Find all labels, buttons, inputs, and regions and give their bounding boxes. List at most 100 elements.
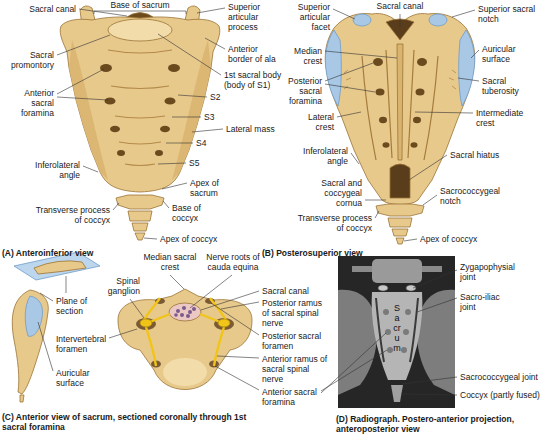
panel-caption: (B) Posterosuperior view <box>262 248 462 258</box>
spinal-nerve <box>210 298 226 320</box>
radiograph <box>406 285 416 291</box>
panel-caption: (D) Radiograph. Postero-anterior project… <box>336 414 546 434</box>
radiograph-foramen <box>387 347 393 353</box>
sacrum-posterior <box>459 30 475 106</box>
level-label: S4 <box>196 138 212 148</box>
part-label: Intervertebral foramen <box>56 334 110 354</box>
cauda-equina <box>186 314 190 318</box>
leader-line <box>57 69 104 94</box>
part-label: Plane of section <box>56 296 96 316</box>
spinal-nerve <box>150 314 170 322</box>
leader-line <box>321 350 387 391</box>
part-label: 1st sacral body (body of S1) <box>224 70 286 90</box>
sacral-crest <box>362 50 438 160</box>
part-label: Coccyx (partly fused) <box>460 390 546 400</box>
sacrum-section <box>118 289 252 390</box>
part-label: Sacro-iliac joint <box>460 292 504 312</box>
sacrum-section <box>218 319 230 327</box>
part-label: Anterior sacral foramina <box>16 88 54 118</box>
part-label: Median sacral crest <box>142 252 198 272</box>
cauda-equina <box>188 310 192 314</box>
sacrum-posterior <box>353 14 371 26</box>
level-label: S5 <box>189 158 205 168</box>
leader-line <box>192 129 223 132</box>
leader-line <box>38 8 479 395</box>
part-label: Sacral tuberosity <box>482 76 524 96</box>
sacral-crest <box>386 50 392 158</box>
sacral-foramen <box>110 126 120 133</box>
leader-line <box>40 293 53 301</box>
leader-line <box>113 203 119 210</box>
leader-line <box>337 112 361 117</box>
part-label: Sacrococcygeal notch <box>440 186 504 206</box>
coccyx <box>392 229 408 236</box>
leader-line <box>201 291 259 310</box>
part-label: Posterior sacral foramina <box>284 76 322 106</box>
coccyx <box>376 204 424 216</box>
sacral-foramen <box>379 117 387 123</box>
sacral-foramen <box>160 126 170 133</box>
radiograph-foramen <box>401 347 407 353</box>
part-label: Apex of coccyx <box>420 234 482 244</box>
radiograph <box>338 290 377 395</box>
radiograph-foramen <box>385 329 391 335</box>
part-label: Superior articular facet <box>294 2 330 32</box>
sacral-foramen <box>376 88 385 95</box>
transverse-ridge <box>119 142 161 144</box>
part-label: Nerve roots of cauda equina <box>204 252 262 272</box>
sacral-foramen <box>165 97 176 104</box>
sacrum-anterior <box>69 40 108 180</box>
level-label: S3 <box>204 112 220 122</box>
part-label: Sacral and coccygeal cornua <box>318 178 362 208</box>
part-label: Spinal ganglion <box>104 276 140 296</box>
leader-line <box>409 155 447 180</box>
radiograph <box>410 298 418 362</box>
part-label: Apex of sacrum <box>190 178 226 198</box>
leader-line <box>57 35 110 55</box>
leader-line <box>400 14 401 27</box>
part-label: Auricular surface <box>56 368 96 388</box>
part-label: Sacral hiatus <box>450 150 502 160</box>
radiograph-label: Sacrum <box>393 304 402 353</box>
radiograph <box>378 285 388 291</box>
leader-line <box>197 8 225 13</box>
radiograph-foramen <box>403 329 409 335</box>
sacrum-section <box>163 358 207 386</box>
part-label: Intermediate crest <box>476 108 528 128</box>
part-label: Zygapophysial joint <box>460 262 520 282</box>
leader-line <box>57 97 108 100</box>
leader-line <box>162 183 187 189</box>
cauda-equina <box>180 313 184 317</box>
radiograph-foramen <box>405 309 411 315</box>
sacrum-anterior <box>60 17 220 192</box>
leader-line <box>401 394 457 395</box>
sacrum-posterior <box>390 164 410 198</box>
part-label: Transverse process of coccyx <box>292 213 372 233</box>
radiograph-foramen <box>383 309 389 315</box>
part-label: Apex of coccyx <box>160 234 222 244</box>
part-label: Sacral canal <box>26 4 76 14</box>
sacral-foramen <box>413 117 421 123</box>
sacral-crest <box>362 56 376 160</box>
part-label: Anterior sacral foramina <box>262 387 326 407</box>
transverse-ridge <box>108 50 172 166</box>
leader-line <box>325 51 397 58</box>
part-label: Sacral promontory <box>6 50 54 70</box>
coccyx <box>132 223 148 231</box>
leader-line <box>375 211 379 218</box>
coccyx <box>388 218 412 227</box>
sacrum-section <box>169 303 201 321</box>
sacrum-section <box>140 319 152 327</box>
sacral-foramen <box>105 97 116 104</box>
radiograph <box>372 259 422 283</box>
sacral-foramen <box>411 142 418 148</box>
coccyx <box>128 211 152 221</box>
spinal-nerve <box>144 298 160 320</box>
sacral-foramen <box>373 58 383 66</box>
leader-line <box>333 9 355 19</box>
sacrum-section <box>118 289 252 390</box>
leader-line <box>178 95 207 97</box>
sacrum-lateral <box>12 290 48 402</box>
